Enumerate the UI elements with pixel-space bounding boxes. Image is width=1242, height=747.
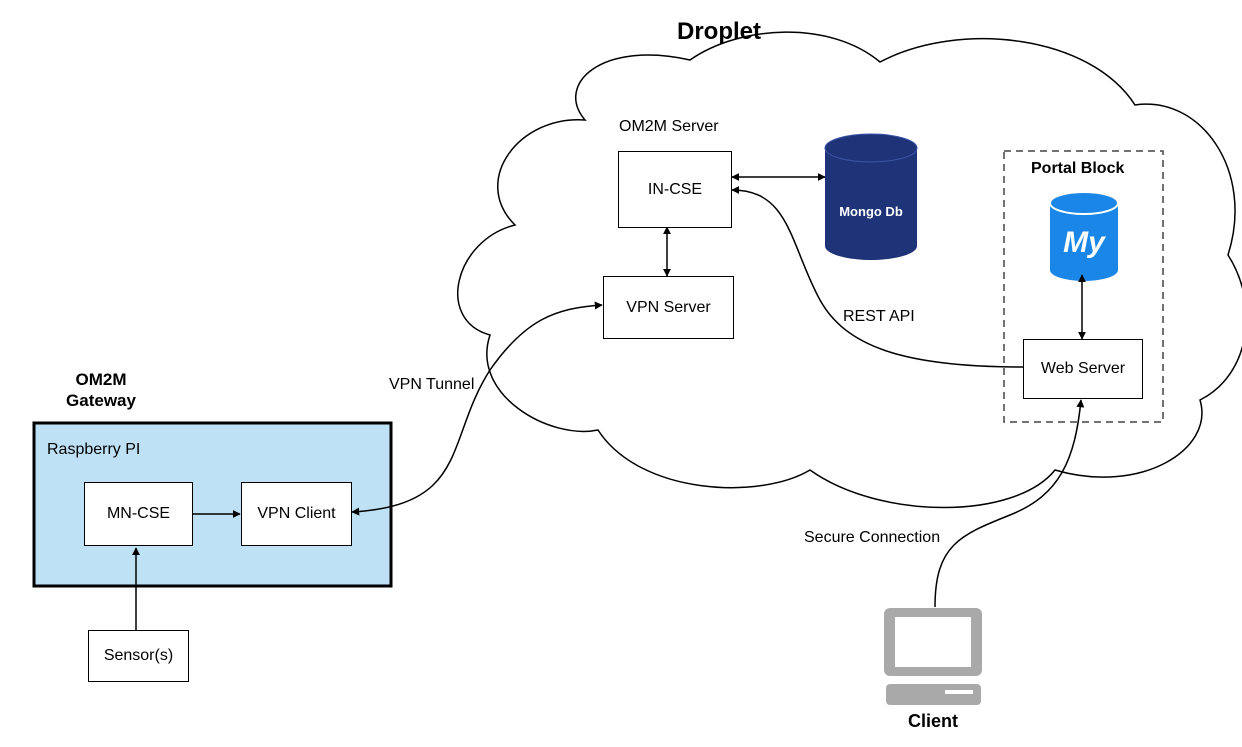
- gateway-title-line2: Gateway: [66, 391, 136, 410]
- mysql-logo-text: My: [1063, 226, 1105, 259]
- mongo-db-icon: [824, 133, 918, 260]
- gateway-title: OM2M Gateway: [56, 369, 146, 411]
- sensors-box: Sensor(s): [88, 630, 189, 682]
- rest-api-link: [731, 186, 1024, 368]
- web-server-box: Web Server: [1023, 339, 1143, 399]
- vpn-client-box: VPN Client: [241, 482, 352, 546]
- computer-icon: [884, 608, 982, 705]
- portal-block-outline: [1003, 150, 1164, 423]
- vpn-client-label: VPN Client: [257, 505, 336, 522]
- vpn-server-box: VPN Server: [603, 276, 734, 339]
- secure-connection-link: [934, 399, 1085, 608]
- vpn-tunnel-label: VPN Tunnel: [389, 376, 475, 393]
- in-cse-box: IN-CSE: [618, 151, 732, 228]
- vpn-server-label: VPN Server: [626, 298, 711, 316]
- portal-block-title: Portal Block: [1031, 160, 1125, 177]
- sensors-label: Sensor(s): [103, 647, 174, 664]
- rest-api-label: REST API: [843, 308, 915, 325]
- web-server-label: Web Server: [1040, 360, 1126, 377]
- vpn-tunnel-link: [351, 301, 603, 516]
- raspberry-pi-label: Raspberry PI: [47, 441, 141, 458]
- client-label: Client: [907, 711, 959, 731]
- droplet-cloud: [457, 31, 1242, 509]
- in-cse-label: IN-CSE: [647, 180, 703, 198]
- om2m-server-label: OM2M Server: [619, 118, 719, 135]
- mongo-db-label: Mongo Db: [839, 204, 903, 219]
- mysql-icon: [1049, 191, 1119, 281]
- mn-cse-box: MN-CSE: [84, 482, 193, 546]
- secure-connection-label: Secure Connection: [804, 529, 941, 546]
- mn-cse-label: MN-CSE: [106, 505, 171, 522]
- gateway-title-line1: OM2M: [75, 370, 127, 389]
- droplet-title: Droplet: [677, 18, 761, 45]
